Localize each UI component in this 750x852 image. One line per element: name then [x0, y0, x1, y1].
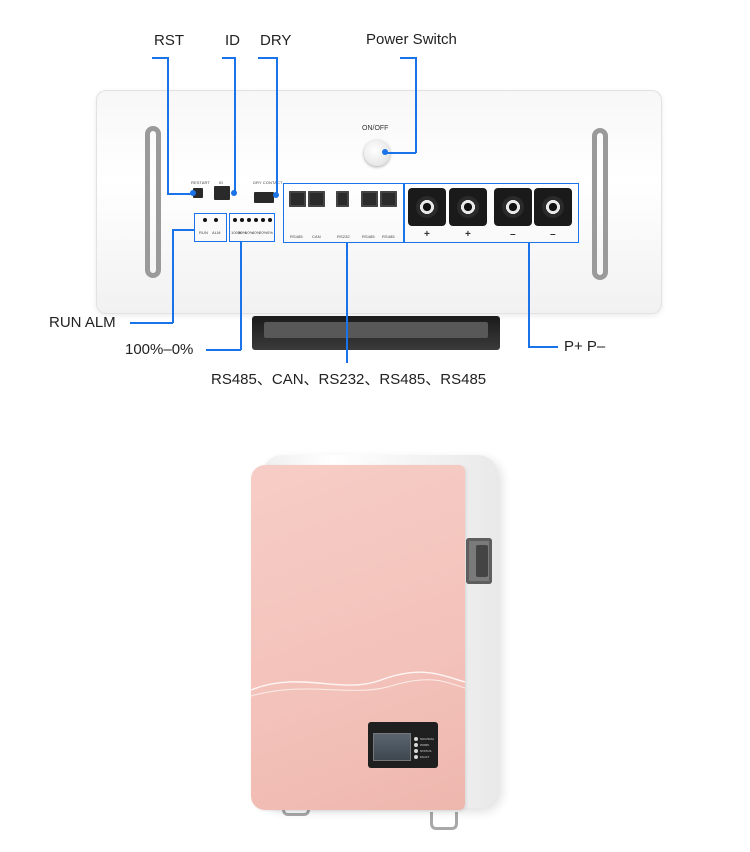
run-alm-box — [194, 213, 227, 242]
leader-id-dot — [231, 190, 237, 196]
terminal-sign-2: + — [465, 229, 471, 240]
soc-step-5: 20% — [259, 230, 268, 235]
soc-led-2 — [240, 218, 244, 222]
port-label-can: CAN — [312, 234, 321, 239]
soc-step-3: 60% — [245, 230, 254, 235]
leader-runalm-v — [172, 229, 174, 323]
terminal-sign-3: – — [510, 229, 516, 240]
leader-runalm-h2 — [130, 322, 173, 324]
alm-label: ALM — [212, 230, 221, 235]
port-rs232[interactable] — [336, 191, 349, 207]
leader-runalm-h1 — [172, 229, 194, 231]
dry-contact-label: DRY CONTACT — [253, 180, 283, 185]
terminal-positive-1[interactable] — [408, 188, 446, 226]
terminals-box — [404, 183, 579, 243]
leader-dry-dot — [273, 192, 279, 198]
callout-rst: RST — [154, 32, 184, 49]
soc-step-2: 80% — [238, 230, 247, 235]
wall-unit-foot-right — [430, 812, 458, 830]
soc-step-6: 0% — [267, 230, 273, 235]
callout-terminals: P+ P– — [564, 338, 606, 355]
leader-rst-h2 — [167, 193, 193, 195]
port-can[interactable] — [308, 191, 325, 207]
terminal-sign-1: + — [424, 229, 430, 240]
soc-box — [229, 213, 275, 242]
leader-dry-h — [258, 57, 277, 59]
soc-step-4: 40% — [252, 230, 261, 235]
port-label-rs232: RS232 — [337, 234, 350, 239]
wall-unit-led-label-3: STATUS — [420, 749, 432, 753]
run-label: RUN — [199, 230, 208, 235]
wall-unit-lcd-screen — [373, 733, 411, 761]
leader-power-h2 — [385, 152, 416, 154]
terminal-sign-4: – — [550, 229, 556, 240]
wall-unit-led-3 — [414, 749, 418, 753]
battery-stand-inner — [264, 322, 488, 338]
dry-contact-port[interactable] — [254, 192, 274, 203]
callout-soc: 100%–0% — [125, 341, 194, 358]
terminal-negative-1[interactable] — [494, 188, 532, 226]
leader-terminals-h — [528, 346, 558, 348]
terminal-positive-2[interactable] — [449, 188, 487, 226]
soc-led-4 — [254, 218, 258, 222]
id-switch[interactable] — [214, 186, 230, 200]
leader-dry-v — [276, 57, 278, 194]
soc-led-3 — [247, 218, 251, 222]
restart-label: RESTART — [191, 180, 210, 185]
leader-rst-v — [167, 57, 169, 194]
port-label-rs485-a: RS485 — [290, 234, 303, 239]
soc-led-5 — [261, 218, 265, 222]
leader-rst-h — [152, 57, 168, 59]
port-rs485-a[interactable] — [289, 191, 306, 207]
run-led — [203, 218, 207, 222]
soc-step-1: 100% — [231, 230, 242, 235]
wall-unit-led-1 — [414, 737, 418, 741]
callout-power-switch: Power Switch — [366, 31, 457, 48]
leader-power-h — [400, 57, 416, 59]
left-handle — [145, 126, 161, 278]
on-off-label: ON/OFF — [362, 125, 389, 132]
callout-comm-ports: RS485、CAN、RS232、RS485、RS485 — [211, 371, 487, 388]
wall-unit-led-label-2: WORK — [420, 743, 430, 747]
wall-unit-led-2 — [414, 743, 418, 747]
alm-led — [214, 218, 218, 222]
leader-soc-v — [240, 242, 242, 350]
callout-run-alm: RUN ALM — [49, 314, 116, 331]
terminal-negative-2[interactable] — [534, 188, 572, 226]
leader-terminals-v — [528, 243, 530, 347]
callout-dry: DRY — [260, 32, 292, 49]
port-label-rs485-b: RS485 — [362, 234, 375, 239]
right-handle — [592, 128, 608, 280]
callout-id: ID — [225, 32, 240, 49]
leader-soc-h — [206, 349, 241, 351]
restart-button[interactable] — [193, 188, 203, 198]
leader-power-v — [415, 57, 417, 153]
port-rs485-c[interactable] — [380, 191, 397, 207]
wall-unit-side-handle-inner — [476, 545, 488, 577]
wall-unit-led-label-1: SOC/SOH — [420, 737, 434, 741]
wall-unit-led-4 — [414, 755, 418, 759]
comm-ports-box — [283, 183, 404, 243]
leader-id-v — [234, 57, 236, 194]
leader-id-h — [222, 57, 235, 59]
port-label-rs485-c: RS485 — [382, 234, 395, 239]
port-rs485-b[interactable] — [361, 191, 378, 207]
soc-led-6 — [268, 218, 272, 222]
leader-rst-dot — [190, 190, 196, 196]
wall-unit-led-label-4: FAULT — [420, 755, 430, 759]
leader-power-dot — [382, 149, 388, 155]
leader-comm-v — [346, 243, 348, 363]
id-label: ID — [219, 180, 224, 185]
soc-led-1 — [233, 218, 237, 222]
wall-unit-wave-lines — [251, 671, 465, 697]
